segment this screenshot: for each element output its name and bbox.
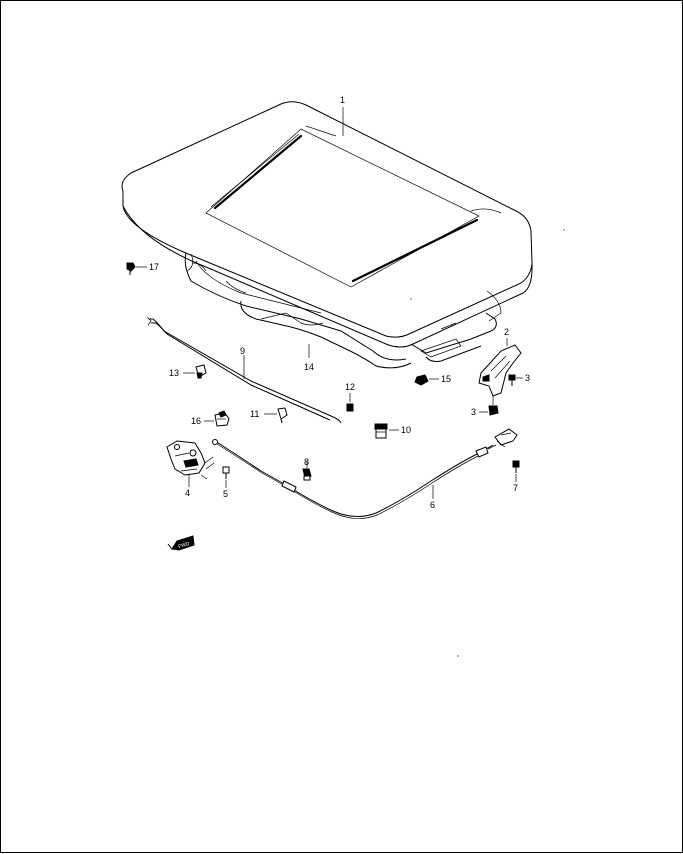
part-label-1: 1: [340, 95, 345, 105]
holder-16: [214, 410, 230, 427]
fwd-arrow-icon: FWD: [167, 535, 195, 551]
screw-7: [512, 460, 520, 473]
fwd-label: FWD: [178, 541, 191, 550]
part-label-2: 2: [504, 327, 509, 337]
part-label-14: 14: [304, 362, 314, 372]
hood-panel: [121, 101, 533, 369]
part-label-8: 8: [304, 457, 309, 467]
part-label-4: 4: [185, 488, 190, 498]
part-label-5: 5: [223, 489, 228, 499]
release-lever: [494, 428, 518, 448]
part-label-3-right: 3: [525, 373, 530, 383]
part-label-7: 7: [513, 483, 518, 493]
part-label-17: 17: [149, 262, 159, 272]
clip-17: [126, 262, 136, 275]
part-label-13: 13: [169, 368, 179, 378]
bolt-3-right: [508, 374, 516, 386]
bolt-5: [222, 466, 230, 479]
clip-11: [277, 407, 288, 424]
clip-13: [195, 364, 207, 379]
part-label-12: 12: [345, 382, 355, 392]
part-label-16: 16: [191, 416, 201, 426]
part-label-3-lower: 3: [471, 407, 476, 417]
grommet-15: [414, 374, 429, 386]
part-label-15: 15: [441, 374, 451, 384]
clamp-8: [302, 468, 312, 481]
bumper-10: [374, 423, 388, 439]
bolt-12: [346, 403, 354, 412]
bolt-3-lower: [488, 396, 499, 416]
hinge-2: [478, 344, 522, 397]
part-label-6: 6: [430, 500, 435, 510]
part-label-9: 9: [240, 346, 245, 356]
release-cable-6: [212, 439, 497, 519]
part-label-11: 11: [250, 409, 259, 419]
hood-lock-4: [166, 440, 215, 480]
hood-stay-rod: [146, 316, 342, 424]
part-label-10: 10: [401, 425, 411, 435]
